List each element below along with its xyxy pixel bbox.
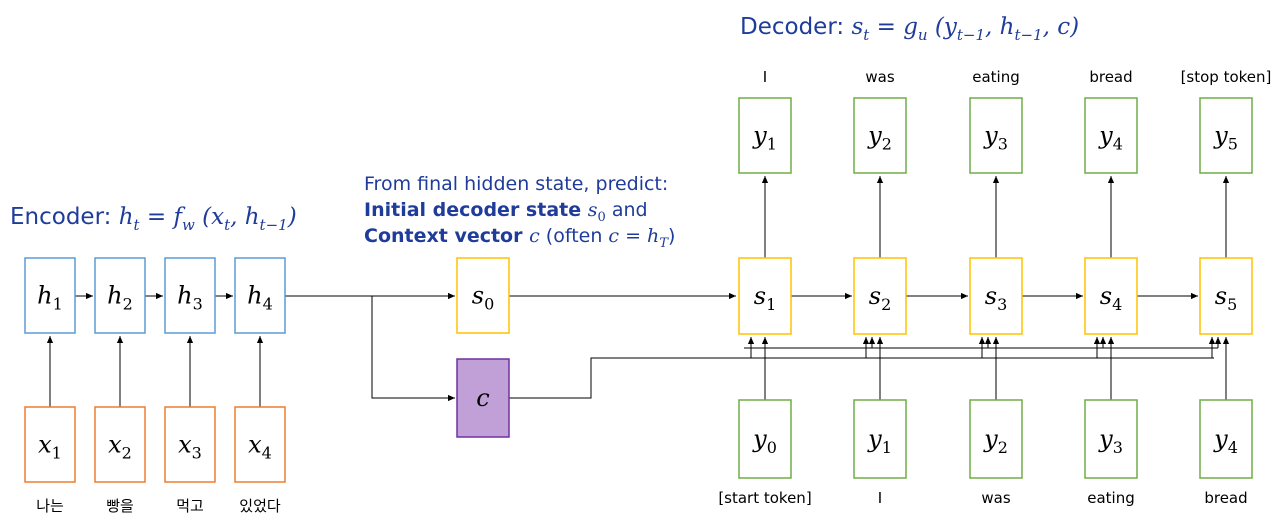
s0-box: s0 [456, 257, 510, 334]
decoder-state-box-5: s5 [1199, 257, 1253, 335]
encoder-input-box-2-label: x2 [108, 431, 132, 463]
encoder-input-word-4: 있었다 [239, 497, 281, 515]
decoder-output-word-4: bread [1089, 68, 1132, 86]
decoder-state-box-2: s2 [853, 257, 907, 335]
encoder-input-box-3-label: x3 [178, 431, 202, 463]
encoder-hidden-box-3: h3 [164, 257, 216, 334]
decoder-input-box-3-label: y2 [983, 425, 1008, 457]
decoder-input-box-5: y4 [1199, 399, 1253, 479]
decoder-output-box-5-label: y5 [1213, 122, 1238, 154]
encoder-hidden-box-1: h1 [24, 257, 76, 334]
decoder-output-box-4-label: y4 [1098, 122, 1123, 154]
decoder-output-word-2: was [865, 68, 894, 86]
encoder-input-box-1: x1 [24, 406, 76, 483]
encoder-input-box-2: x2 [94, 406, 146, 483]
decoder-output-word-5: [stop token] [1181, 68, 1272, 86]
decoder-state-box-5-label: s5 [1215, 282, 1238, 314]
decoder-input-box-2: y1 [853, 399, 907, 479]
decoder-output-box-2-label: y2 [867, 122, 892, 154]
encoder-input-word-3: 먹고 [176, 497, 204, 515]
decoder-input-box-1-label: y0 [752, 425, 777, 457]
context-vector-box: c [456, 358, 510, 438]
decoder-input-word-3: was [981, 489, 1010, 507]
decoder-output-box-1: y1 [738, 97, 792, 174]
decoder-output-box-3-label: y3 [983, 122, 1008, 154]
decoder-state-box-2-label: s2 [869, 282, 892, 314]
context-explanation-line3: Context vector c (often c = hT) [364, 225, 675, 251]
decoder-output-word-3: eating [972, 68, 1020, 86]
decoder-state-box-3: s3 [969, 257, 1023, 335]
decoder-state-box-3-label: s3 [985, 282, 1008, 314]
decoder-title: Decoder: st = gu (yt−1, ht−1, c) [740, 14, 1079, 44]
encoder-input-word-2: 빵을 [106, 497, 134, 515]
decoder-input-box-1: y0 [738, 399, 792, 479]
encoder-input-box-4-label: x4 [248, 431, 272, 463]
decoder-output-word-1: I [763, 68, 767, 86]
decoder-state-box-4-label: s4 [1100, 282, 1123, 314]
decoder-input-word-1: [start token] [718, 489, 811, 507]
decoder-input-box-2-label: y1 [867, 425, 892, 457]
decoder-input-box-4: y3 [1084, 399, 1138, 479]
decoder-output-box-2: y2 [853, 97, 907, 174]
decoder-state-box-1-label: s1 [754, 282, 777, 314]
decoder-output-box-3: y3 [969, 97, 1023, 174]
context-vector-box-label: c [476, 384, 489, 412]
encoder-hidden-box-1-label: h1 [37, 282, 63, 314]
decoder-input-box-5-label: y4 [1213, 425, 1238, 457]
decoder-state-box-4: s4 [1084, 257, 1138, 335]
decoder-output-box-4: y4 [1084, 97, 1138, 174]
decoder-input-word-5: bread [1204, 489, 1247, 507]
decoder-input-box-3: y2 [969, 399, 1023, 479]
context-bus-line [509, 357, 1214, 399]
encoder-hidden-box-2-label: h2 [107, 282, 133, 314]
decoder-input-word-4: eating [1087, 489, 1135, 507]
context-explanation-line2: Initial decoder state s0 and [364, 199, 648, 225]
h4-to-context-arrow [371, 296, 455, 402]
encoder-input-word-1: 나는 [36, 497, 64, 515]
encoder-input-box-1-label: x1 [38, 431, 62, 463]
decoder-input-box-4-label: y3 [1098, 425, 1123, 457]
s0-box-label: s0 [472, 282, 495, 314]
encoder-hidden-box-2: h2 [94, 257, 146, 334]
encoder-title: Encoder: ht = fw (xt, ht−1) [10, 204, 297, 234]
decoder-input-word-2: I [878, 489, 882, 507]
encoder-input-box-4: x4 [234, 406, 286, 483]
encoder-hidden-box-3-label: h3 [177, 282, 203, 314]
decoder-output-box-5: y5 [1199, 97, 1253, 174]
context-explanation-line1: From final hidden state, predict: [364, 173, 668, 195]
decoder-output-box-1-label: y1 [752, 122, 777, 154]
decoder-state-box-1: s1 [738, 257, 792, 335]
encoder-input-box-3: x3 [164, 406, 216, 483]
encoder-hidden-box-4-label: h4 [247, 282, 273, 314]
encoder-hidden-box-4: h4 [234, 257, 286, 334]
